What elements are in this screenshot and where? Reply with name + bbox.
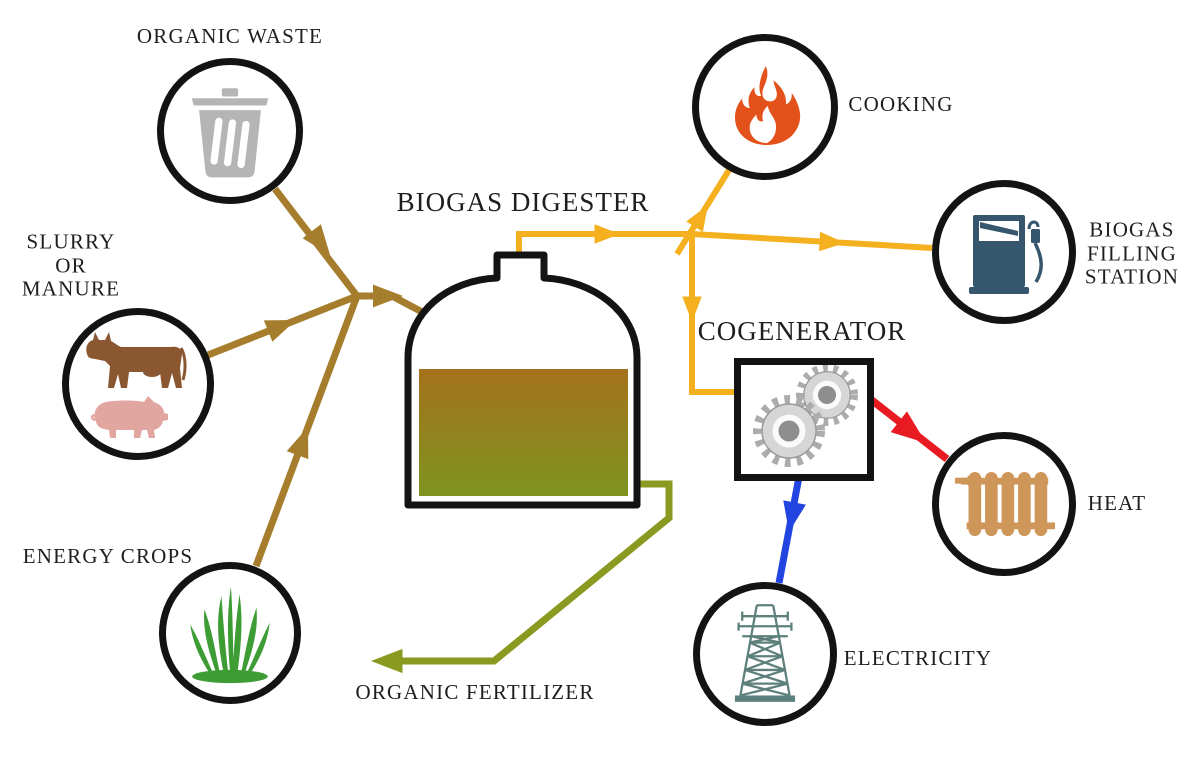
- digester-liquid: [419, 369, 628, 496]
- biogas-filling-station-label: BIOGAS FILLING STATION: [1084, 217, 1180, 289]
- biogas-digester-label: BIOGAS DIGESTER: [396, 186, 650, 217]
- radiator-icon: [954, 471, 1055, 537]
- node-cogenerator: [734, 358, 874, 481]
- pig-silhouette: [90, 396, 168, 438]
- arrow-energy-crops-to-digester: [252, 294, 361, 568]
- arrow-organic-waste-to-digester: [272, 186, 360, 299]
- organic-fertilizer-label: ORGANIC FERTILIZER: [355, 680, 595, 705]
- electricity-label: ELECTRICITY: [843, 646, 993, 671]
- node-organic-waste: [157, 58, 303, 204]
- arrow-biogas-to-cooking: [674, 168, 732, 256]
- gear-large: [753, 395, 825, 467]
- arrow-cogenerator-to-heat: [866, 395, 950, 462]
- cogenerator-label: COGENERATOR: [697, 315, 907, 346]
- gear-small: [796, 365, 858, 426]
- arrow-biogas-main-line: [516, 224, 692, 259]
- arrow-biogas-to-filling-station: [691, 232, 933, 253]
- grass-icon: [190, 586, 270, 684]
- cow-silhouette: [86, 332, 187, 388]
- cow-and-pig-icon: [86, 332, 187, 438]
- node-cooking: [692, 34, 838, 180]
- power-tower-icon: [734, 604, 796, 702]
- gears-icon: [753, 365, 858, 467]
- arrow-feedstock-into-digester: [357, 285, 426, 317]
- cooking-label: COOKING: [848, 92, 954, 117]
- arrow-slurry-to-digester: [206, 292, 359, 359]
- node-heat: [932, 432, 1076, 576]
- node-electricity: [693, 582, 837, 726]
- organic-waste-label: ORGANIC WASTE: [136, 24, 324, 49]
- arrow-digester-to-fertilizer: [371, 480, 673, 673]
- fuel-pump-icon: [969, 215, 1043, 294]
- slurry-or-manure-label: SLURRY OR MANURE: [21, 229, 121, 301]
- heat-label: HEAT: [1087, 491, 1147, 516]
- node-energy-crops: [159, 562, 301, 704]
- node-slurry-or-manure: [62, 308, 214, 460]
- arrow-cogenerator-to-electricity: [778, 476, 806, 584]
- node-biogas-filling-station: [932, 180, 1076, 324]
- flame-icon: [734, 66, 801, 145]
- trash-can-icon: [191, 88, 269, 178]
- energy-crops-label: ENERGY CROPS: [22, 544, 194, 569]
- digester-tank: [404, 251, 641, 509]
- arrow-biogas-to-cogenerator: [682, 234, 736, 395]
